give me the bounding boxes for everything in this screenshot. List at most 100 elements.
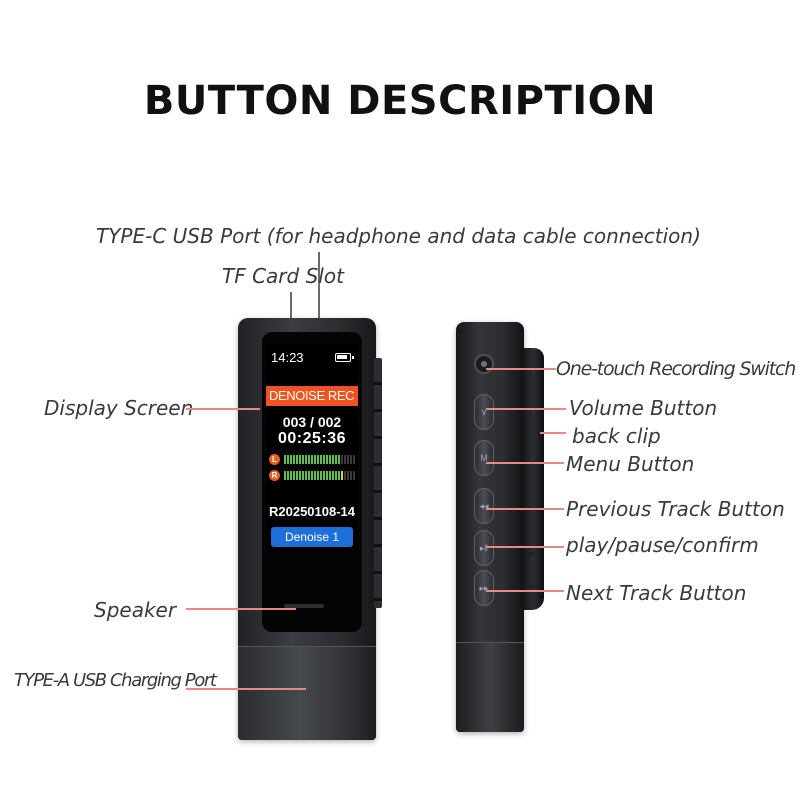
meter-segment xyxy=(347,455,349,464)
right-channel-badge: R xyxy=(269,470,280,481)
meter-segment xyxy=(326,471,328,480)
meter-segment xyxy=(329,471,331,480)
recording-filename: R20250108-14 xyxy=(269,504,356,519)
elapsed-time: 00:25:36 xyxy=(277,430,347,447)
clock-time: 14:23 xyxy=(271,350,304,365)
leader-one-touch xyxy=(486,368,556,370)
meter-segment xyxy=(341,471,343,480)
meter-segment xyxy=(347,471,349,480)
meter-segment xyxy=(305,455,307,464)
left-channel-meter: L xyxy=(269,454,355,466)
callout-back-clip: back clip xyxy=(572,424,661,448)
callout-speaker: Speaker xyxy=(94,598,177,622)
meter-segment xyxy=(350,455,352,464)
callout-previous-track: Previous Track Button xyxy=(566,497,785,521)
meter-segment xyxy=(296,471,298,480)
previous-track-button[interactable]: ◂◂ xyxy=(474,488,494,524)
menu-button[interactable]: M xyxy=(474,440,494,476)
meter-segment xyxy=(317,471,319,480)
meter-segment xyxy=(338,455,340,464)
meter-segment xyxy=(284,471,286,480)
meter-segment xyxy=(293,471,295,480)
leader-volume xyxy=(486,408,566,410)
meter-segment xyxy=(353,471,355,480)
volume-button[interactable]: ∨ xyxy=(474,394,494,430)
meter-segment xyxy=(308,455,310,464)
side-buttons-edge xyxy=(374,358,382,608)
meter-segment xyxy=(332,471,334,480)
meter-segment xyxy=(311,455,313,464)
leader-next xyxy=(486,590,564,592)
callout-volume: Volume Button xyxy=(569,396,718,420)
right-channel-meter: R xyxy=(269,470,355,482)
leader-menu xyxy=(486,462,564,464)
recording-switch[interactable] xyxy=(474,354,494,374)
battery-icon xyxy=(335,353,354,362)
meter-segment xyxy=(305,471,307,480)
meter-segment xyxy=(314,455,316,464)
recorder-front-view: 14:23 DENOISE REC 003 / 002 00:25:36 L R… xyxy=(238,318,382,740)
volume-glyph: ∨ xyxy=(480,406,488,417)
callout-type-c-port: TYPE-C USB Port (for headphone and data … xyxy=(96,224,701,248)
meter-segment xyxy=(314,471,316,480)
callout-display-screen: Display Screen xyxy=(44,396,194,420)
leader-back-clip xyxy=(540,432,566,434)
meter-segment xyxy=(335,471,337,480)
meter-segment xyxy=(296,455,298,464)
callout-one-touch-recording: One-touch Recording Switch xyxy=(556,358,796,380)
meter-segment xyxy=(302,471,304,480)
type-a-usb-cap xyxy=(238,646,376,740)
meter-segment xyxy=(350,471,352,480)
callout-menu: Menu Button xyxy=(566,452,695,476)
leader-type-c xyxy=(318,252,320,318)
left-level-bars xyxy=(284,455,355,464)
leader-type-a xyxy=(186,688,306,690)
play-pause-button[interactable]: ▸‖ xyxy=(474,530,494,566)
meter-segment xyxy=(293,455,295,464)
right-level-bars xyxy=(284,471,355,480)
meter-segment xyxy=(326,455,328,464)
denoise-level-pill: Denoise 1 xyxy=(271,527,353,547)
meter-segment xyxy=(320,471,322,480)
side-cap xyxy=(456,642,524,732)
next-track-glyph: ▸▸ xyxy=(479,582,489,593)
meter-segment xyxy=(287,455,289,464)
meter-segment xyxy=(311,471,313,480)
meter-segment xyxy=(290,471,292,480)
leader-previous xyxy=(486,508,564,510)
status-row: 14:23 xyxy=(271,350,354,366)
meter-segment xyxy=(302,455,304,464)
callout-next-track: Next Track Button xyxy=(566,581,747,605)
left-channel-badge: L xyxy=(269,454,280,465)
play-pause-glyph: ▸‖ xyxy=(479,542,489,553)
meter-segment xyxy=(317,455,319,464)
meter-segment xyxy=(338,471,340,480)
leader-speaker xyxy=(186,608,296,610)
leader-display xyxy=(186,408,260,410)
meter-segment xyxy=(344,471,346,480)
callout-tf-card-slot: TF Card Slot xyxy=(222,264,344,288)
meter-segment xyxy=(344,455,346,464)
meter-segment xyxy=(329,455,331,464)
page-title: BUTTON DESCRIPTION xyxy=(143,78,657,124)
recording-mode-bar: DENOISE REC xyxy=(266,386,358,406)
speaker-grill xyxy=(284,604,324,608)
menu-glyph: M xyxy=(480,453,488,463)
meter-segment xyxy=(341,455,343,464)
display-screen: 14:23 DENOISE REC 003 / 002 00:25:36 L R… xyxy=(266,344,358,552)
callout-type-a-port: TYPE-A USB Charging Port xyxy=(14,670,217,691)
meter-segment xyxy=(308,471,310,480)
meter-segment xyxy=(299,455,301,464)
leader-tf-card xyxy=(290,292,292,318)
next-track-button[interactable]: ▸▸ xyxy=(474,570,494,606)
meter-segment xyxy=(332,455,334,464)
meter-segment xyxy=(353,455,355,464)
meter-segment xyxy=(323,471,325,480)
file-counter: 003 / 002 xyxy=(282,414,342,430)
meter-segment xyxy=(320,455,322,464)
meter-segment xyxy=(290,455,292,464)
meter-segment xyxy=(323,455,325,464)
leader-play-pause xyxy=(486,546,564,548)
recorder-side-view xyxy=(456,322,524,732)
meter-segment xyxy=(284,455,286,464)
